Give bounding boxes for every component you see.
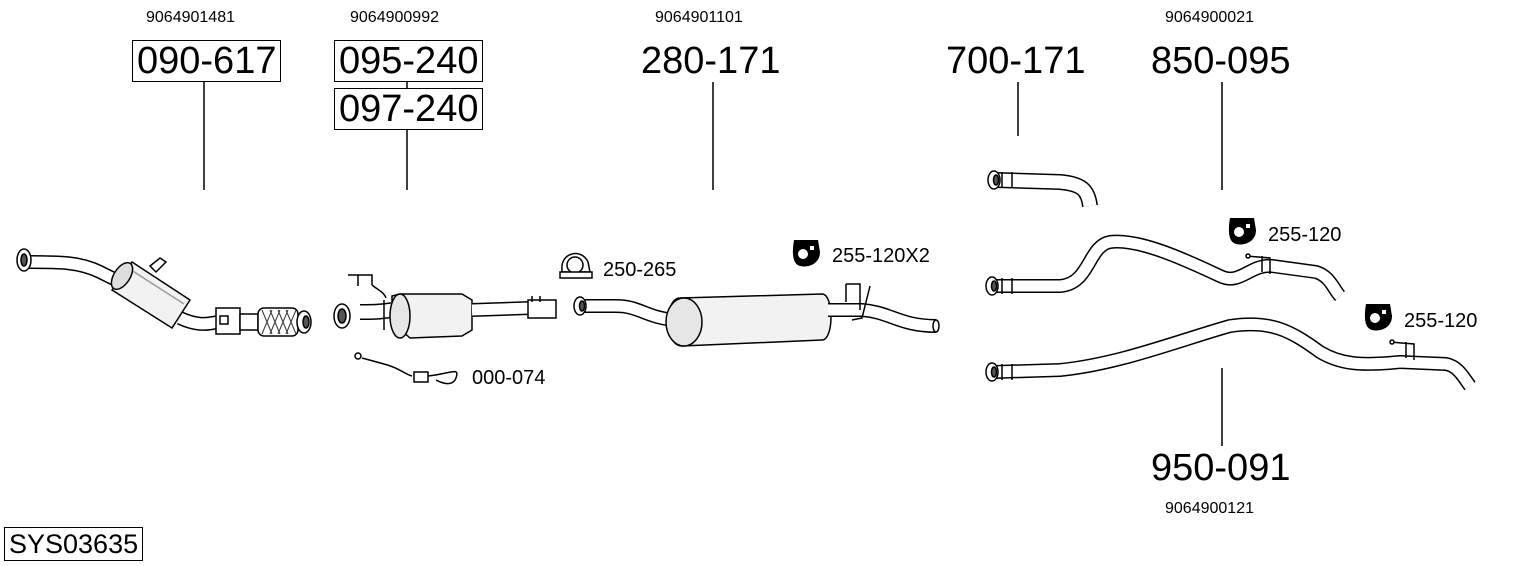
tail-pipe-upper-drawing bbox=[985, 234, 1346, 301]
accessory-label-sensor[interactable]: 000-074 bbox=[472, 367, 546, 389]
oe-number-280-171: 9064901101 bbox=[655, 9, 743, 26]
oe-number-095-240: 9064900992 bbox=[350, 9, 439, 26]
part-number-095-240[interactable]: 095-240 bbox=[334, 40, 484, 82]
middle-silencer-drawing bbox=[573, 283, 940, 347]
rubber-hanger-icon bbox=[792, 240, 820, 267]
dpf-drawing bbox=[333, 274, 557, 339]
accessory-label-hanger-upper[interactable]: 255-120 bbox=[1268, 224, 1342, 246]
front-catalyst-drawing bbox=[16, 248, 312, 337]
part-number-700-171[interactable]: 700-171 bbox=[946, 40, 1086, 82]
sensor-drawing bbox=[354, 352, 458, 385]
clamp-drawing bbox=[559, 252, 593, 279]
accessory-label-hanger-x2[interactable]: 255-120X2 bbox=[832, 245, 930, 267]
accessory-label-hanger-lower[interactable]: 255-120 bbox=[1404, 310, 1478, 332]
oe-number-090-617: 9064901481 bbox=[146, 9, 235, 26]
accessory-label-clamp[interactable]: 250-265 bbox=[603, 259, 677, 281]
part-number-950-091[interactable]: 950-091 bbox=[1151, 447, 1291, 489]
part-number-280-171[interactable]: 280-171 bbox=[641, 40, 781, 82]
part-number-850-095[interactable]: 850-095 bbox=[1151, 40, 1291, 82]
part-number-090-617[interactable]: 090-617 bbox=[132, 40, 282, 82]
tail-pipe-lower-drawing bbox=[985, 317, 1476, 391]
rubber-hanger-icon bbox=[1364, 304, 1392, 331]
part-number-097-240[interactable]: 097-240 bbox=[334, 88, 484, 130]
pipe-700-171-drawing bbox=[987, 170, 1098, 208]
oe-number-950-091: 9064900121 bbox=[1165, 500, 1254, 517]
rubber-hanger-icon bbox=[1228, 218, 1256, 245]
system-code-label: SYS03635 bbox=[4, 527, 144, 561]
oe-number-850-095: 9064900021 bbox=[1165, 9, 1254, 26]
